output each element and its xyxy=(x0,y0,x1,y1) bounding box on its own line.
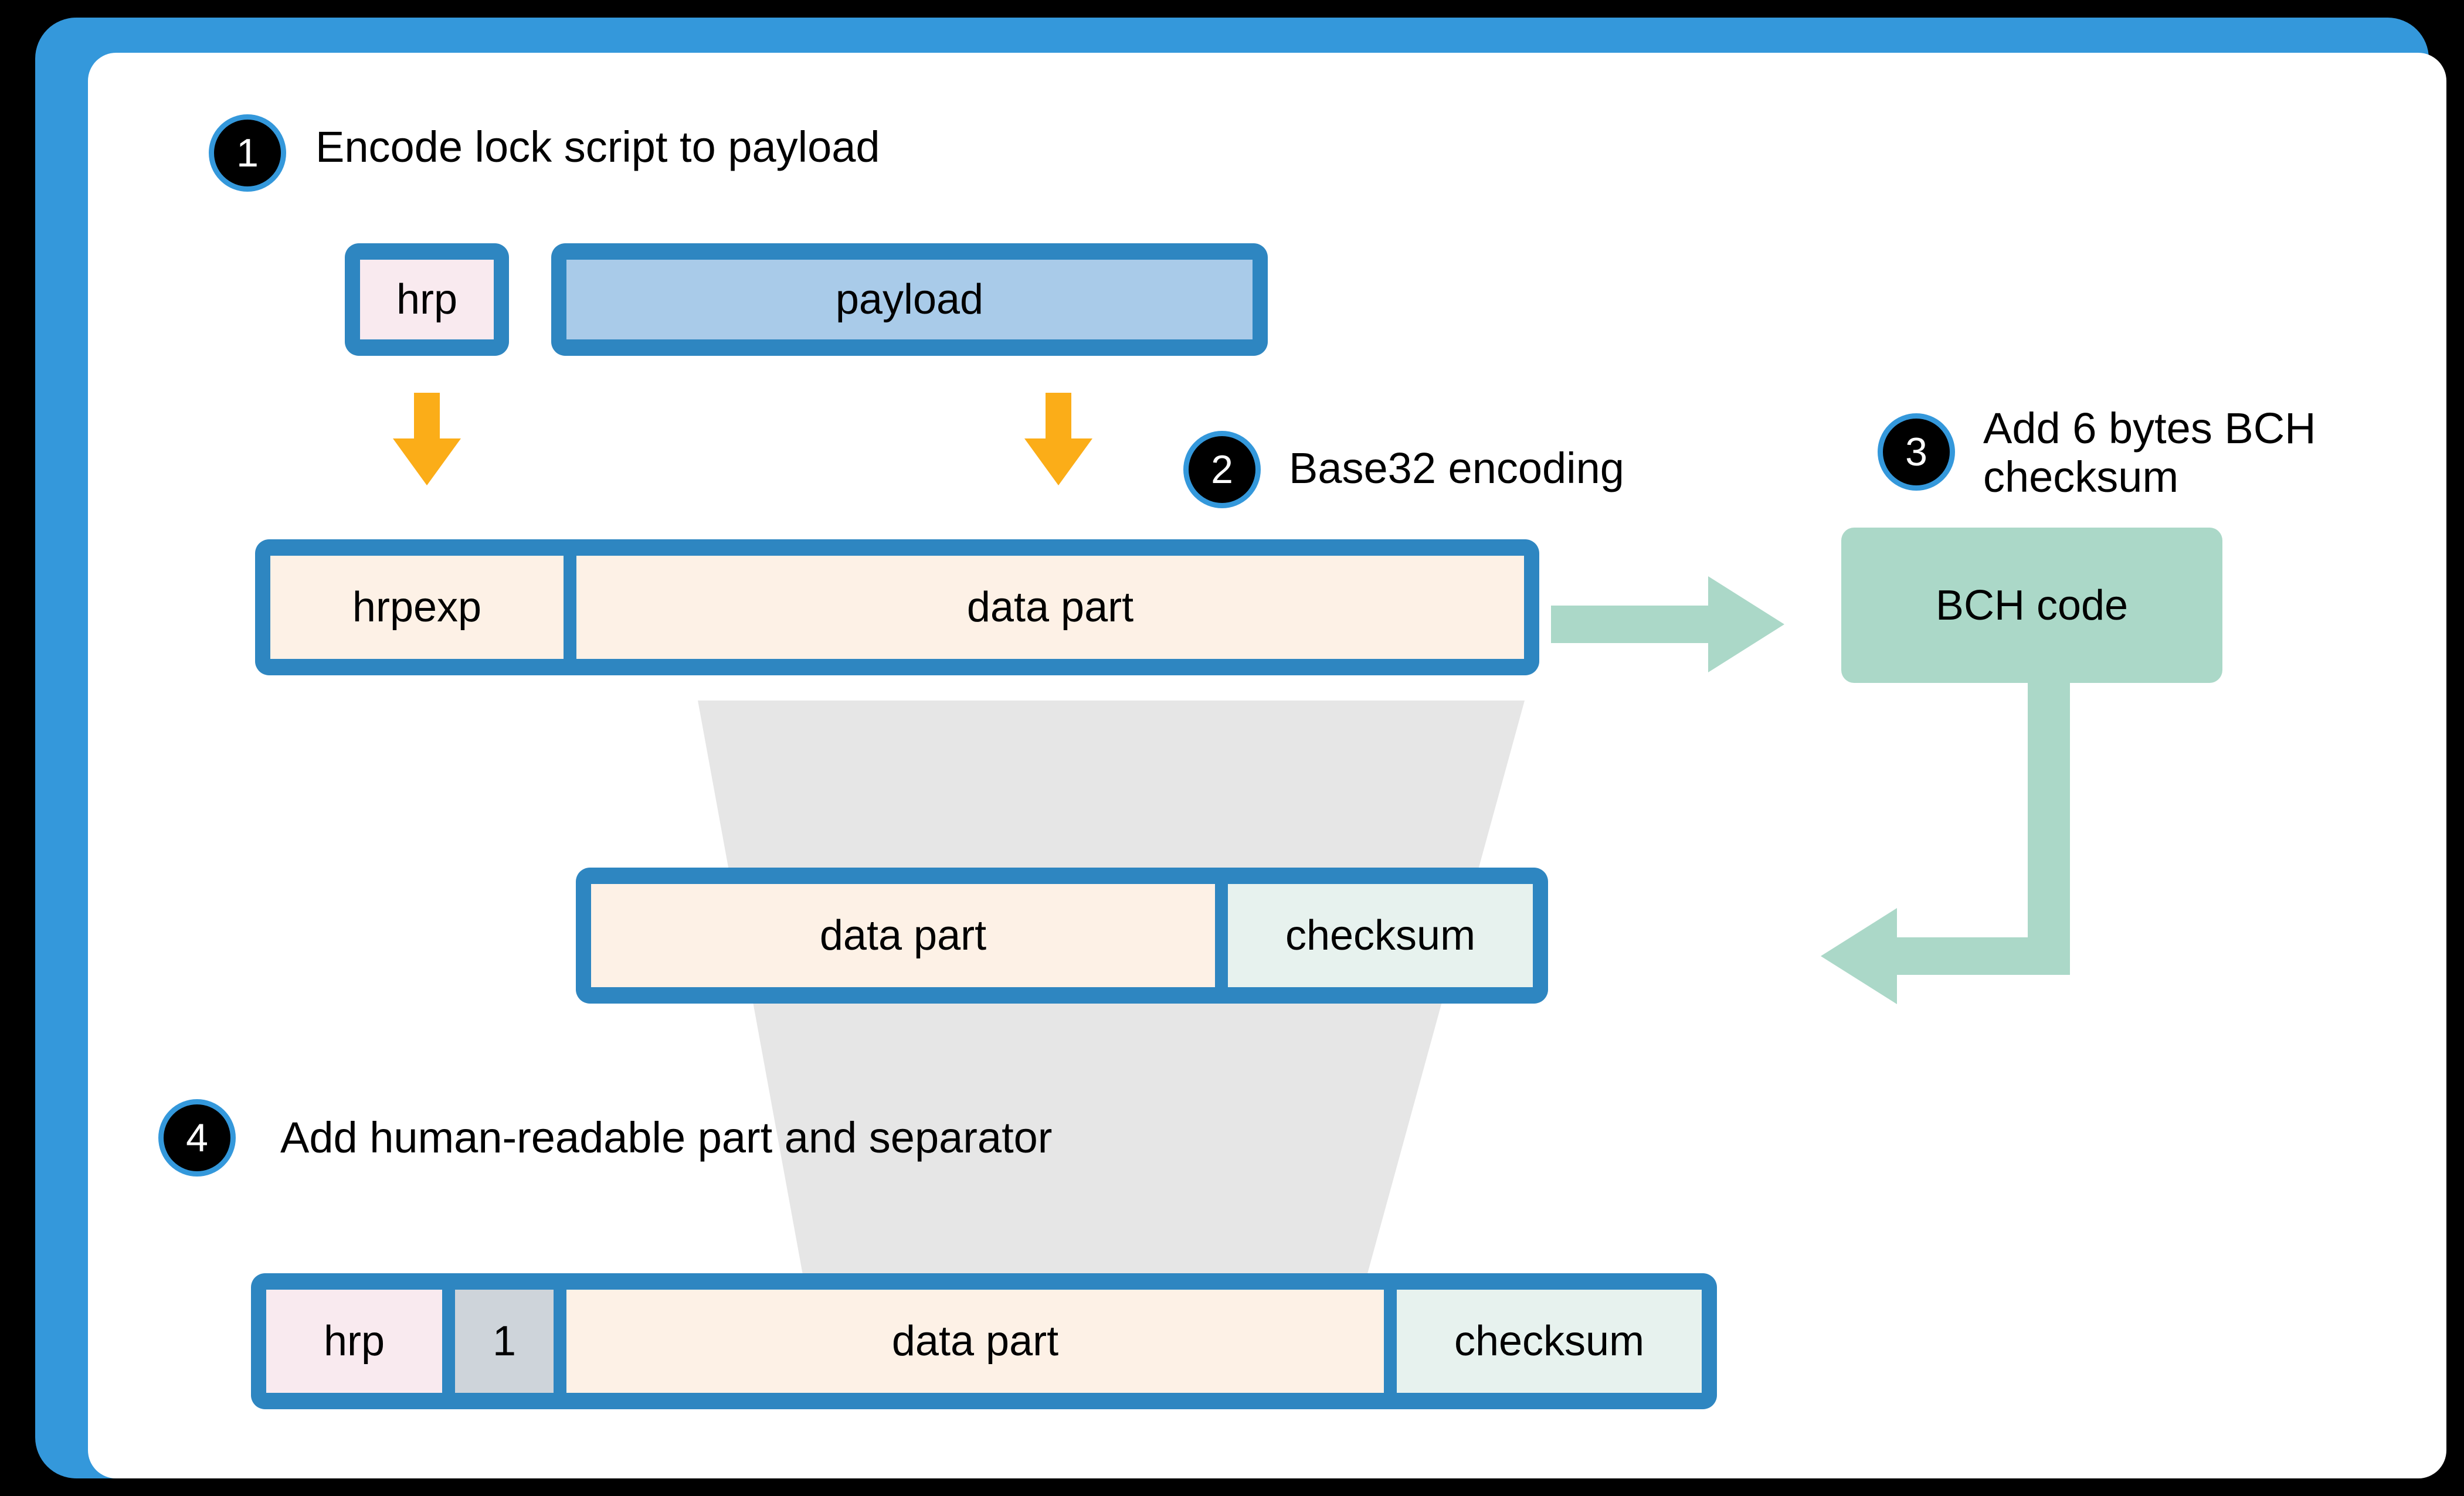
step-2-label: Base32 encoding xyxy=(1289,444,1624,492)
diagram-page: 1 Encode lock script to payload hrp payl… xyxy=(88,53,2446,1478)
bch-code-label: BCH code xyxy=(1935,582,2129,629)
row2-capsule: hrpexp data part xyxy=(255,539,1539,675)
step-3-badge: 3 xyxy=(1878,413,1955,491)
row1-hrp-segment: hrp xyxy=(360,260,494,339)
step-2-number: 2 xyxy=(1211,447,1233,492)
row1-hrp-capsule: hrp xyxy=(345,243,509,356)
row4-separator-segment: 1 xyxy=(455,1290,554,1393)
step-4-label: Add human-readable part and separator xyxy=(280,1113,1053,1162)
row3-capsule: data part checksum xyxy=(576,868,1548,1004)
bch-code-box: BCH code xyxy=(1841,528,2222,683)
step-1-label: Encode lock script to payload xyxy=(315,123,880,171)
row2-datapart-label: data part xyxy=(966,584,1134,631)
row3-datapart-segment: data part xyxy=(591,884,1215,987)
row2-datapart-segment: data part xyxy=(576,556,1524,659)
row4-datapart-segment: data part xyxy=(566,1290,1384,1393)
step-4-badge: 4 xyxy=(158,1099,236,1177)
row4-datapart-label: data part xyxy=(891,1318,1059,1365)
row1-hrp-label: hrp xyxy=(396,276,458,323)
step-2-badge: 2 xyxy=(1183,431,1261,508)
data-to-bch-arrow-icon xyxy=(1551,576,1784,672)
row4-hrp-segment: hrp xyxy=(266,1290,442,1393)
row4-checksum-label: checksum xyxy=(1454,1318,1645,1365)
step-3-number: 3 xyxy=(1905,430,1927,474)
row3-datapart-label: data part xyxy=(819,912,987,959)
step-1-badge: 1 xyxy=(209,114,286,192)
payload-down-arrow-icon xyxy=(1024,393,1092,485)
row2-hrpexp-segment: hrpexp xyxy=(270,556,564,659)
row1-payload-segment: payload xyxy=(566,260,1253,339)
row3-checksum-segment: checksum xyxy=(1228,884,1533,987)
row4-capsule: hrp 1 data part checksum xyxy=(251,1273,1717,1409)
row4-hrp-label: hrp xyxy=(323,1318,385,1365)
row4-checksum-segment: checksum xyxy=(1397,1290,1702,1393)
row3-checksum-label: checksum xyxy=(1285,912,1476,959)
step-1-number: 1 xyxy=(236,131,259,175)
row1-payload-label: payload xyxy=(835,276,984,323)
step-3-label: Add 6 bytes BCH checksum xyxy=(1983,404,2316,501)
row2-hrpexp-label: hrpexp xyxy=(352,584,482,631)
bch-to-checksum-arrow-icon xyxy=(1821,683,2070,1004)
hrp-down-arrow-icon xyxy=(393,393,461,485)
outer-frame: 1 Encode lock script to payload hrp payl… xyxy=(35,18,2446,1478)
step-4-number: 4 xyxy=(186,1116,208,1160)
row4-separator-label: 1 xyxy=(492,1318,517,1365)
row1-payload-capsule: payload xyxy=(551,243,1268,356)
